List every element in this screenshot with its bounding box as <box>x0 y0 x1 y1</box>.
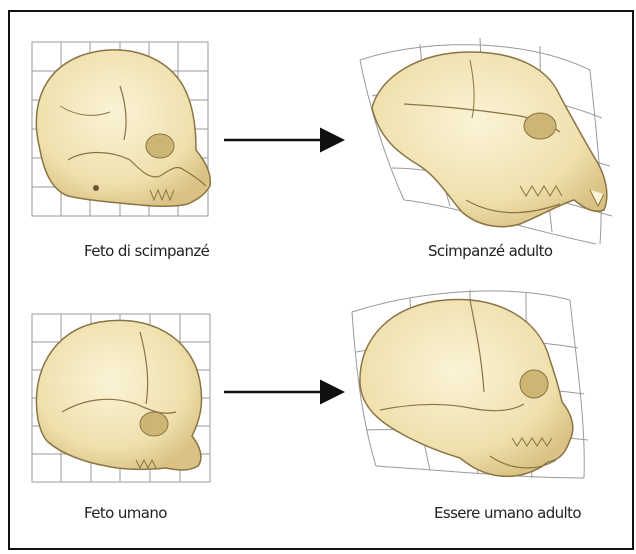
caption-chimp-fetus: Feto di scimpanzé <box>84 242 209 260</box>
chimp-fetus-skull <box>36 50 210 206</box>
caption-human-adult: Essere umano adulto <box>434 504 581 522</box>
human-fetus-skull <box>36 320 201 470</box>
caption-chimp-adult: Scimpanzé adulto <box>428 242 553 260</box>
human-adult-skull <box>360 300 573 477</box>
caption-human-fetus: Feto umano <box>84 504 167 522</box>
